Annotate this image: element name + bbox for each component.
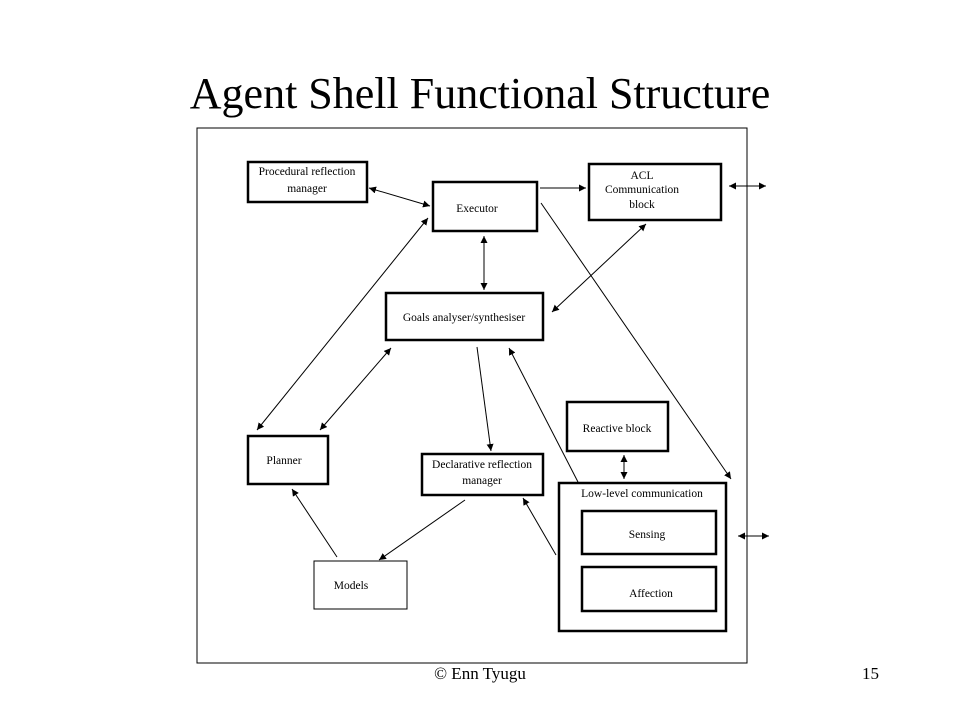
models-box [313, 560, 408, 610]
arrow-goals-declarative [476, 346, 494, 452]
arrow-declarative-models [378, 499, 466, 561]
arrow-goals-planner [319, 347, 392, 431]
slide-title: Agent Shell Functional Structure [189, 69, 771, 118]
arrow-lowlevel-declarative [522, 497, 557, 556]
executor-label: Executor [456, 203, 498, 215]
arrow-models-planner [291, 488, 338, 558]
arrow-procedural-executor [368, 186, 431, 208]
reactive-block-box [565, 400, 670, 453]
goals-analyser-label: Goals analyser/synthesiser [403, 312, 525, 324]
arrow-executor-planner [256, 217, 429, 431]
procedural-reflection-label-1: Procedural reflection [259, 166, 356, 178]
acl-label-3: block [629, 199, 655, 211]
arrow-executor-lowlevel [540, 202, 732, 480]
models-label: Models [334, 580, 369, 592]
procedural-reflection-box [246, 160, 369, 204]
acl-label-2: Communication [605, 184, 679, 196]
declarative-reflection-label-2: manager [462, 475, 502, 487]
executor-box [431, 180, 539, 233]
footer-author: © Enn Tyugu [434, 664, 526, 683]
acl-block-box [587, 162, 723, 222]
acl-label-1: ACL [631, 170, 654, 182]
planner-box [246, 434, 330, 486]
reactive-block-label: Reactive block [583, 423, 652, 435]
declarative-reflection-box [420, 452, 545, 497]
planner-label: Planner [266, 455, 301, 467]
declarative-reflection-label-1: Declarative reflection [432, 459, 532, 471]
affection-label: Affection [629, 588, 673, 600]
sensing-box [580, 509, 718, 556]
affection-box [580, 565, 718, 613]
sensing-label: Sensing [629, 529, 666, 541]
page-number: 15 [862, 664, 879, 683]
low-level-communication-label: Low-level communication [581, 488, 703, 500]
procedural-reflection-label-2: manager [287, 183, 327, 195]
agent-shell-frame [196, 127, 748, 664]
arrow-lowlevel-goals [508, 347, 579, 483]
arrow-acl-goals [551, 223, 647, 313]
